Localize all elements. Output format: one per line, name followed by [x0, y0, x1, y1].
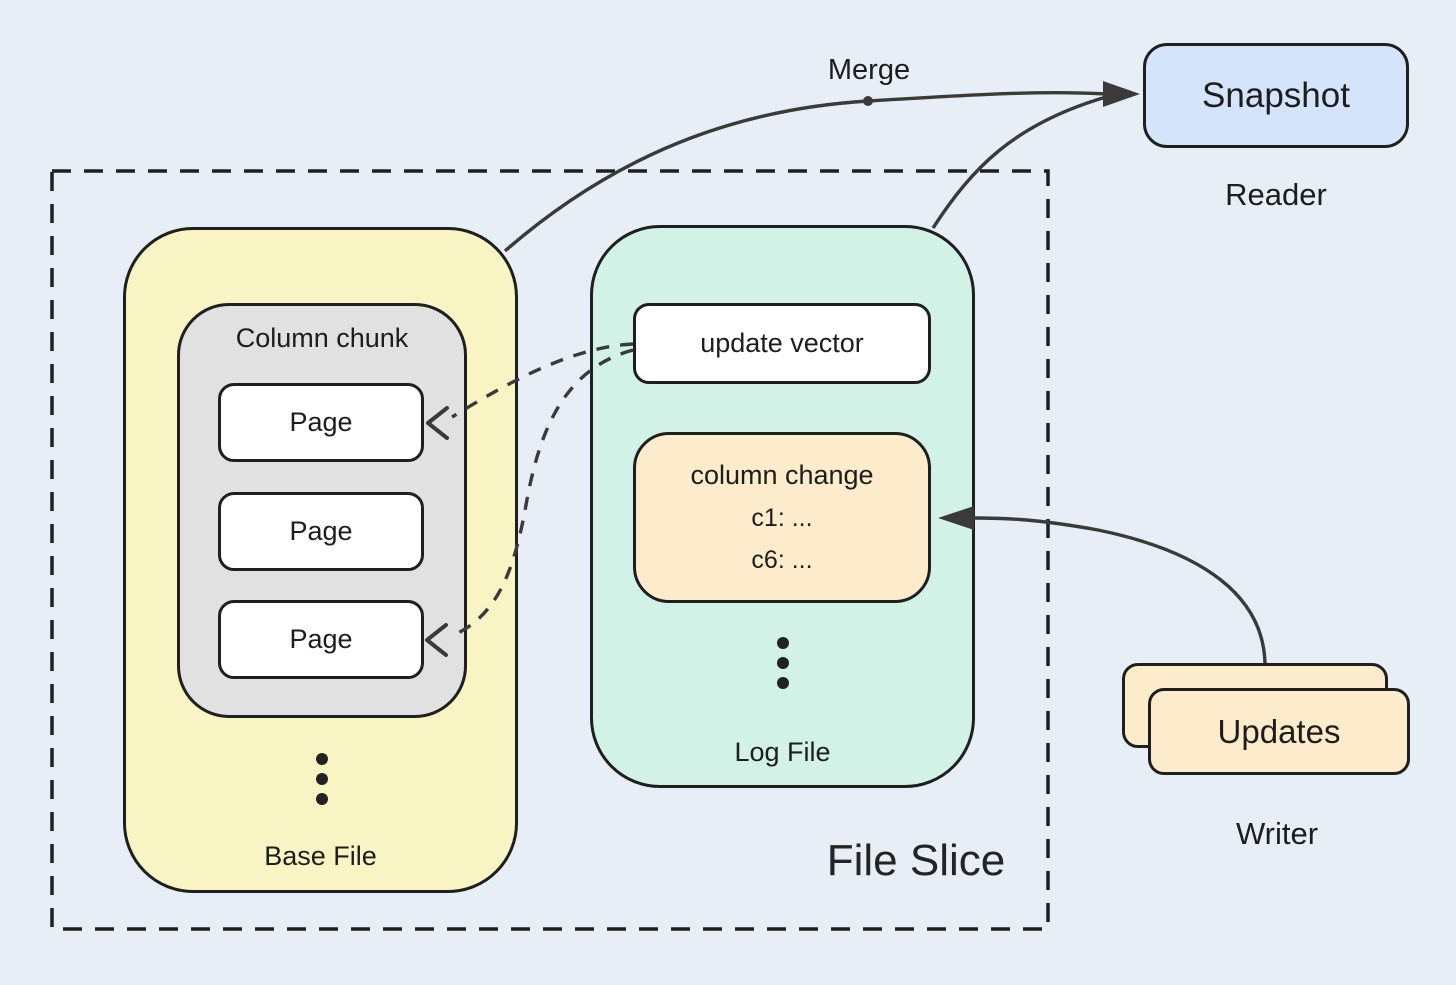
reader-label: Reader	[1225, 177, 1327, 212]
log-file-label: Log File	[734, 737, 831, 767]
base-file-ellipsis-icon	[316, 753, 328, 805]
column-change-title: column change	[690, 460, 874, 490]
updates-box-front: Updates	[1148, 688, 1410, 775]
file-slice-label: File Slice	[826, 836, 1006, 885]
column-change-line-c1: c1: ...	[751, 504, 813, 532]
merge-arrow-label: Merge	[827, 54, 911, 86]
page-box-1: Page	[218, 383, 424, 462]
column-change-box: column change c1: ... c6: ...	[633, 432, 931, 603]
merge-arrow-from-log-file	[931, 95, 1107, 229]
merge-waypoint-dot	[863, 96, 873, 106]
update-vector-box: update vector	[633, 303, 931, 384]
page-box-3: Page	[218, 600, 424, 679]
snapshot-box: Snapshot	[1143, 43, 1409, 148]
column-change-line-c6: c6: ...	[751, 546, 813, 574]
column-chunk-label: Column chunk	[235, 323, 409, 353]
base-file-label: Base File	[264, 841, 377, 871]
snapshot-arrowhead-icon	[1103, 81, 1140, 107]
updates-to-column-change-arrow	[973, 516, 1267, 664]
log-file-ellipsis-icon	[777, 637, 789, 689]
page-box-2: Page	[218, 492, 424, 571]
writer-label: Writer	[1235, 816, 1319, 851]
